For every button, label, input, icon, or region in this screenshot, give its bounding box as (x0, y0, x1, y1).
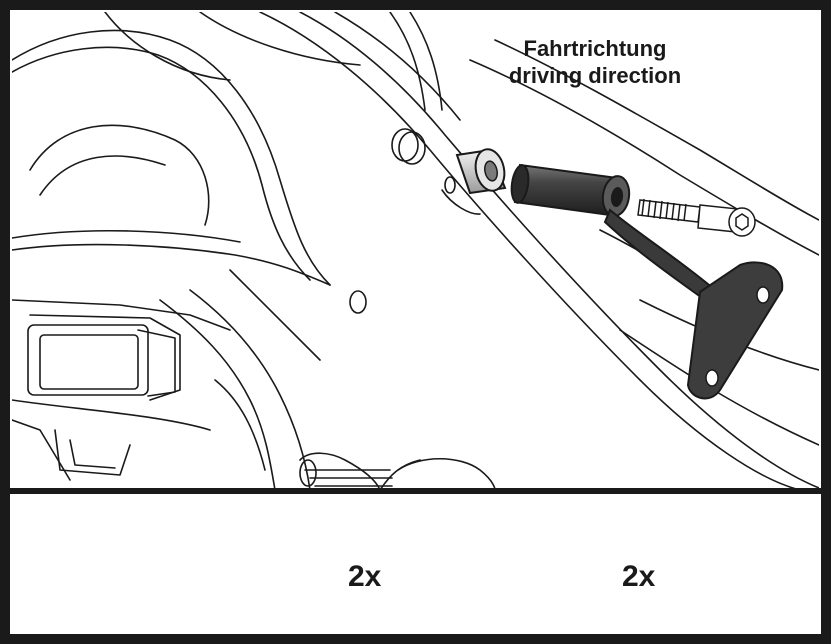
screw-part (637, 198, 756, 237)
direction-label-de: Fahrtrichtung (523, 36, 667, 61)
direction-label-en: driving direction (508, 63, 682, 88)
bracket-part (510, 163, 784, 400)
spacer-part (455, 148, 507, 195)
bolt-quantity: 2x (348, 560, 382, 593)
spacer-quantity: 2x (622, 560, 656, 593)
